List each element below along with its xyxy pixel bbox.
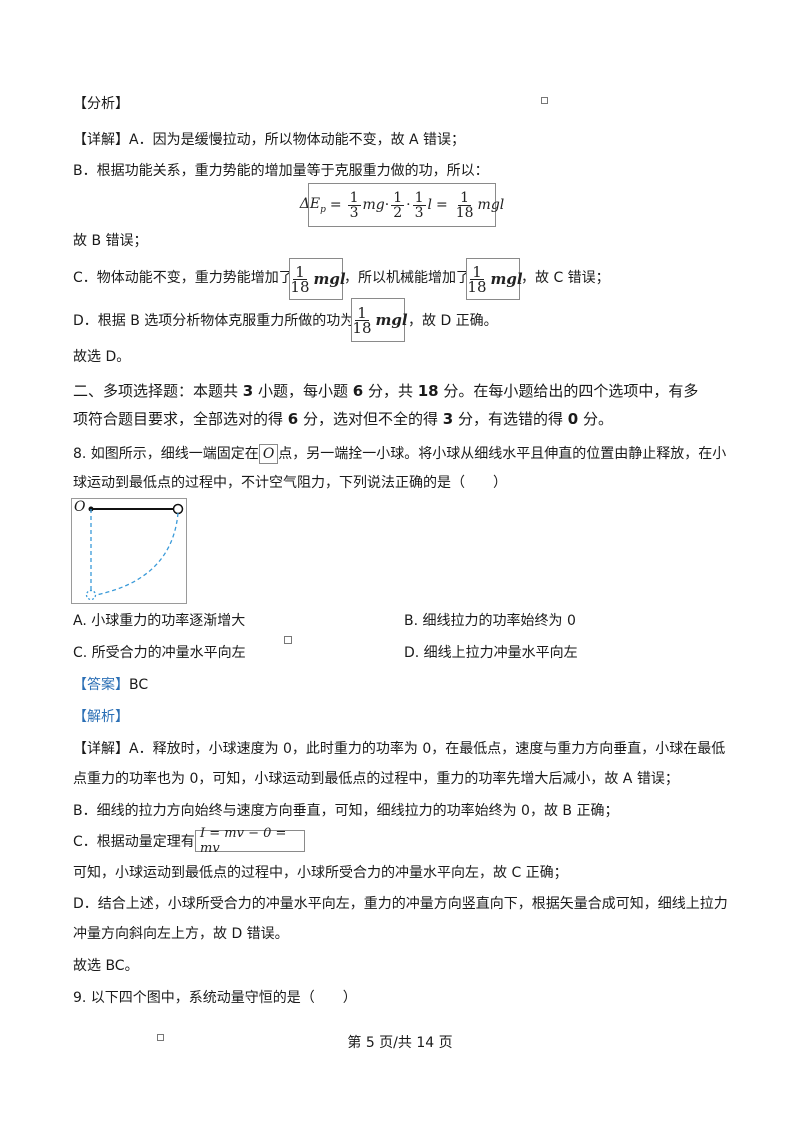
q8-option-c: C. 所受合力的冲量水平向左 [73,645,246,661]
q7-option-a-explanation: 【详解】A．因为是缓慢拉动，所以物体动能不变，故 A 错误； [73,130,465,150]
q7-d-text-1: D．根据 B 选项分析物体克服重力所做的功为 [73,313,355,329]
eq-dot: · [384,197,390,213]
ball-start [172,503,184,515]
eq-sign: = [329,197,342,213]
eq-dot: · [406,197,411,213]
q8-option-b: B. 细线拉力的功率始终为 0 [404,613,576,629]
q7-c-text-2: ，所以机械能增加了 [344,270,470,286]
q7-b-text: B．根据功能关系，重力势能的增加量等于克服重力做的功，所以： [73,163,489,179]
figure-label-o: O [74,499,86,515]
q7-b-conclusion: 故 B 错误； [73,233,148,249]
q7-d-text-2: ，故 D 正确。 [408,313,498,329]
eq-mgl: mgl [477,197,505,213]
q8-point-o: O [258,444,279,464]
eq-l: l [427,197,432,213]
q8-choice: 故选 BC。 [73,958,139,974]
q7-a-text: A．因为是缓慢拉动，所以物体动能不变，故 A 错误； [129,132,466,148]
stray-mark [541,97,548,104]
section2-line-1: 二、多项选择题：本题共 3 小题，每小题 6 分，共 18 分。在每小题给出的四… [73,382,699,400]
q8-analysis-tag: 【解析】 [73,709,129,725]
answer-tag: 【答案】 [73,677,129,693]
stray-mark [157,1034,164,1041]
ball-lowest [85,589,97,601]
eq-lhs: ΔEp [299,195,326,215]
ball-trajectory [95,512,179,596]
q8-a-line-1: 【详解】A．释放时，小球速度为 0，此时重力的功率为 0，在最低点，速度与重力方… [73,741,726,757]
q8-b-line: B．细线的拉力方向始终与速度方向垂直，可知，细线拉力的功率始终为 0，故 B 正… [73,803,619,819]
q8-d-line-1: D．结合上述，小球所受合力的冲量水平向左，重力的冲量方向竖直向下，根据矢量合成可… [73,896,728,912]
q7-choice: 故选 D。 [73,349,131,365]
stray-mark [284,636,292,644]
q8-answer: 【答案】BC [73,675,148,695]
answer-value: BC [129,677,149,693]
eq-mg: mg [362,197,385,213]
q8-c-line-2: 可知，小球运动到最低点的过程中，小球所受合力的冲量水平向左，故 C 正确； [73,865,568,881]
pendulum-diagram [85,503,184,601]
section2-line-2: 项符合题目要求，全部选对的得 6 分，选对但不全的得 3 分，有选错的得 0 分… [73,410,613,428]
q8-c-line: C．根据动量定理有 [73,834,195,850]
q9-stem: 9. 以下四个图中，系统动量守恒的是（ ） [73,990,357,1006]
q7-c-text-3: ，故 C 错误； [521,270,610,286]
q8-c-equation: I = mv − 0 = mv [195,826,305,856]
page-footer: 第 5 页/共 14 页 [347,1035,453,1051]
analysis-tag: 【分析】 [73,96,129,112]
detail-tag: 【详解】 [73,132,129,148]
q7-c-text-1: C．物体动能不变，重力势能增加了 [73,270,293,286]
q8-a-line-2: 点重力的功率也为 0，可知，小球运动到最低点的过程中，重力的功率先增大后减小，故… [73,771,679,787]
q8-stem-line-2: 球运动到最低点的过程中，不计空气阻力，下列说法正确的是（ ） [73,475,507,491]
q8-option-d: D. 细线上拉力冲量水平向左 [404,645,578,661]
q8-option-a: A. 小球重力的功率逐渐增大 [73,613,246,629]
eq-sign: = [435,197,448,213]
q8-pendulum-figure: O [71,498,187,604]
q8-d-line-2: 冲量方向斜向左上方，故 D 错误。 [73,926,289,942]
